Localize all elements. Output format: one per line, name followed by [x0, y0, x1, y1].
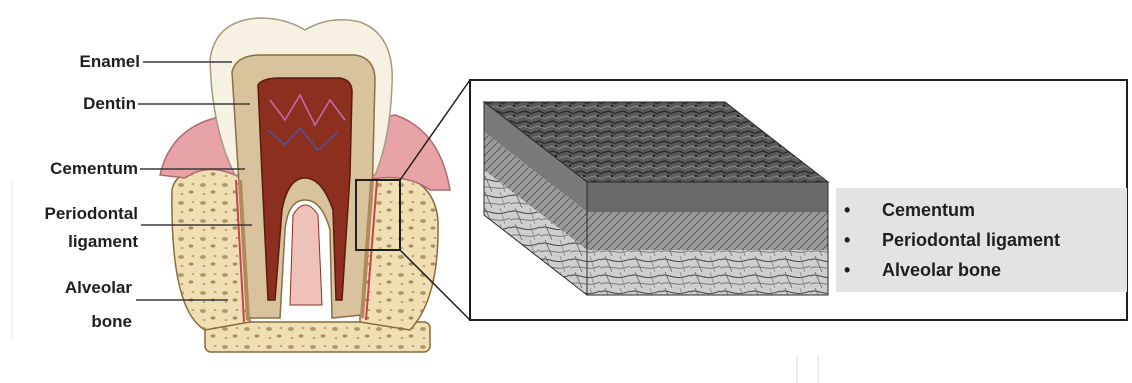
label-alveolar-line2: bone [20, 312, 132, 332]
legend-item-cementum: •Cementum [844, 200, 975, 221]
ligament-front [587, 212, 828, 250]
legend-bullet: • [844, 200, 882, 221]
label-enamel: Enamel [54, 52, 140, 72]
legend-label: Alveolar bone [882, 260, 1001, 280]
label-periodontal-line2: ligament [14, 232, 138, 252]
legend-item-alveolar-bone: •Alveolar bone [844, 260, 1001, 281]
root-core [290, 205, 322, 305]
legend-item-periodontal-ligament: •Periodontal ligament [844, 230, 1060, 251]
tooth-illustration [160, 18, 450, 352]
legend-box: •Cementum •Periodontal ligament •Alveola… [836, 188, 1127, 292]
label-dentin: Dentin [54, 94, 136, 114]
bone-front [587, 250, 828, 295]
legend-bullet: • [844, 260, 882, 281]
alveolar-bone-left [172, 165, 250, 330]
label-cementum: Cementum [20, 159, 138, 179]
legend-bullet: • [844, 230, 882, 251]
legend-label: Periodontal ligament [882, 230, 1060, 250]
cementum-front [587, 182, 828, 212]
legend-label: Cementum [882, 200, 975, 220]
label-alveolar-line1: Alveolar [20, 278, 132, 298]
label-periodontal-line1: Periodontal [14, 204, 138, 224]
